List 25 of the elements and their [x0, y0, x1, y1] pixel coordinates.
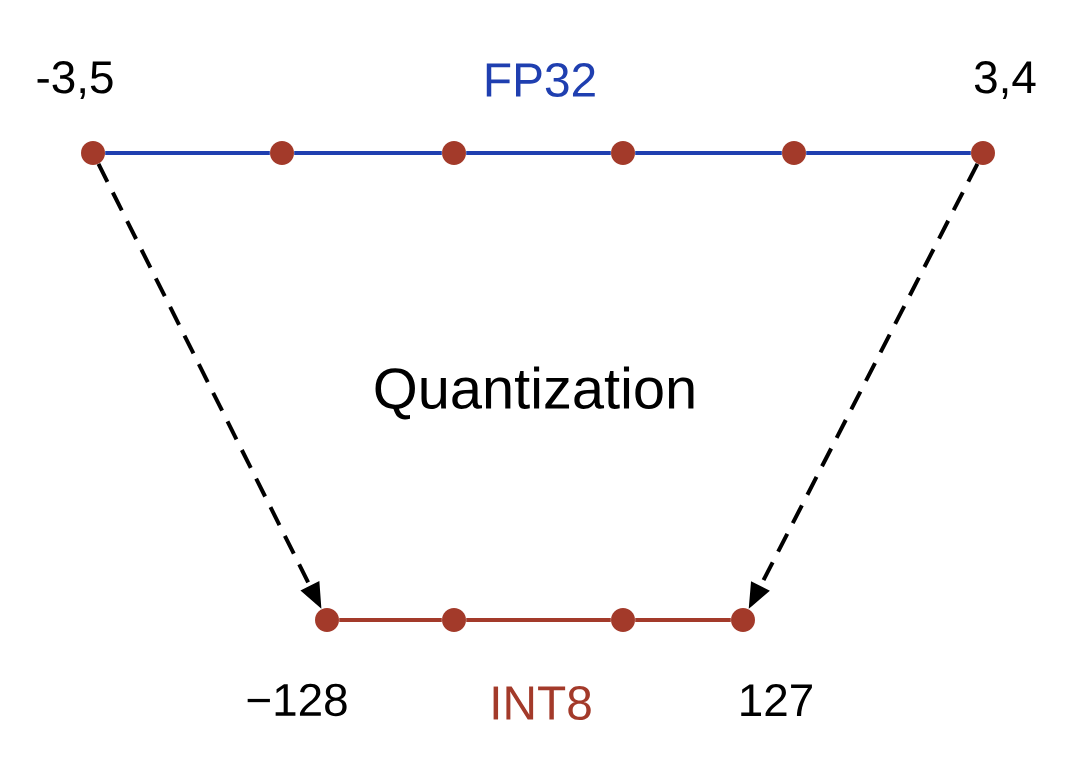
value-label: 3,4: [974, 61, 1036, 99]
dot-marker: [782, 141, 806, 165]
dot-marker: [611, 608, 635, 632]
dot-marker: [611, 141, 635, 165]
value-label: -3,5: [37, 61, 113, 99]
process-label: Quantization: [375, 366, 694, 420]
value-label: −128: [247, 683, 347, 717]
number-line: [105, 151, 270, 155]
dot-marker: [442, 608, 466, 632]
number-line: [294, 151, 442, 155]
format-label: FP32: [486, 63, 595, 97]
number-line: [635, 618, 731, 622]
format-label: INT8: [493, 686, 591, 720]
dot-marker: [731, 608, 755, 632]
dot-marker: [971, 141, 995, 165]
dot-marker: [315, 608, 339, 632]
number-line: [466, 618, 611, 622]
number-line: [339, 618, 442, 622]
value-label: 127: [741, 684, 812, 716]
number-line: [635, 151, 782, 155]
number-line: [466, 151, 611, 155]
number-line: [806, 151, 971, 155]
dot-marker: [270, 141, 294, 165]
dot-marker: [442, 141, 466, 165]
dot-marker: [81, 141, 105, 165]
